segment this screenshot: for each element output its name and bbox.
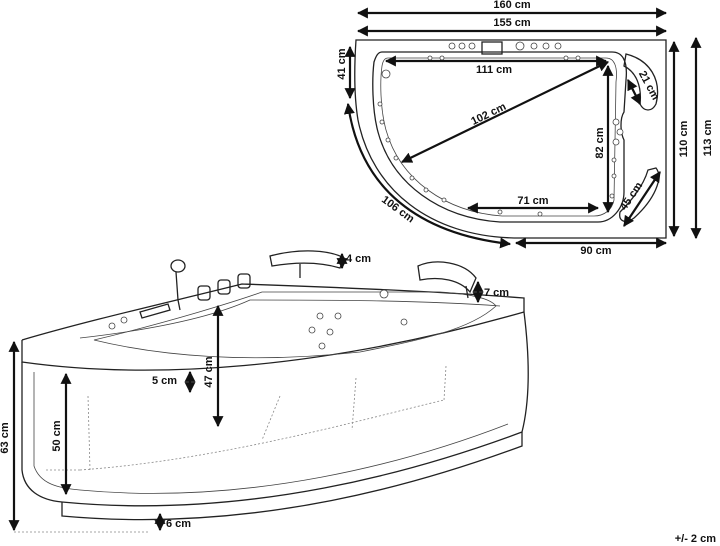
side-hidden-lines [46,365,447,471]
side-basin-rim [93,291,497,359]
top-faucet-block [481,41,503,55]
dim-21-line [627,79,641,105]
top-inner-rim [380,57,617,217]
side-headrest-front [417,261,477,294]
label-102cm: 102 cm [469,101,508,128]
label-7cm: 7 cm [484,287,509,299]
label-6cm: 6 cm [166,518,191,530]
top-view: 160 cm 155 cm 111 cm 102 cm 41 cm 82 cm … [336,0,714,257]
side-jets [108,289,408,350]
top-jets [377,55,624,217]
label-111cm: 111 cm [476,64,512,76]
side-deck-top [21,283,525,341]
label-41cm: 41 cm [336,48,348,79]
label-110cm: 110 cm [678,120,690,157]
side-headrest-front-post [465,285,469,299]
side-base [61,432,523,521]
top-headrest-upper [623,53,659,111]
dim-106-curve [343,102,512,249]
label-63cm: 63 cm [0,422,11,453]
side-front-panel [21,311,529,507]
label-113cm: 113 cm [702,119,714,156]
label-160cm: 160 cm [493,0,531,11]
side-view: 4 cm 7 cm 47 cm 5 cm 50 cm 63 cm 6 cm [0,250,529,533]
top-control-knobs [448,41,562,51]
tolerance-note: +/- 2 cm [675,533,716,545]
side-panel-inner-line [33,372,509,494]
dim-45-line [623,171,661,227]
side-hand-shower [139,259,186,319]
label-47cm: 47 cm [203,356,215,387]
label-82cm: 82 cm [594,127,606,158]
side-taps [197,273,251,301]
label-155cm: 155 cm [493,17,531,29]
label-45cm: 45 cm [618,180,646,213]
top-inner-basin [372,51,628,223]
label-90cm: 90 cm [580,245,611,257]
label-71cm: 71 cm [517,195,548,207]
label-50cm: 50 cm [51,420,63,451]
label-4cm: 4 cm [346,253,371,265]
side-headrest-rear [269,250,345,269]
label-5cm: 5 cm [152,375,177,387]
side-deck-inner-edge [79,299,501,339]
